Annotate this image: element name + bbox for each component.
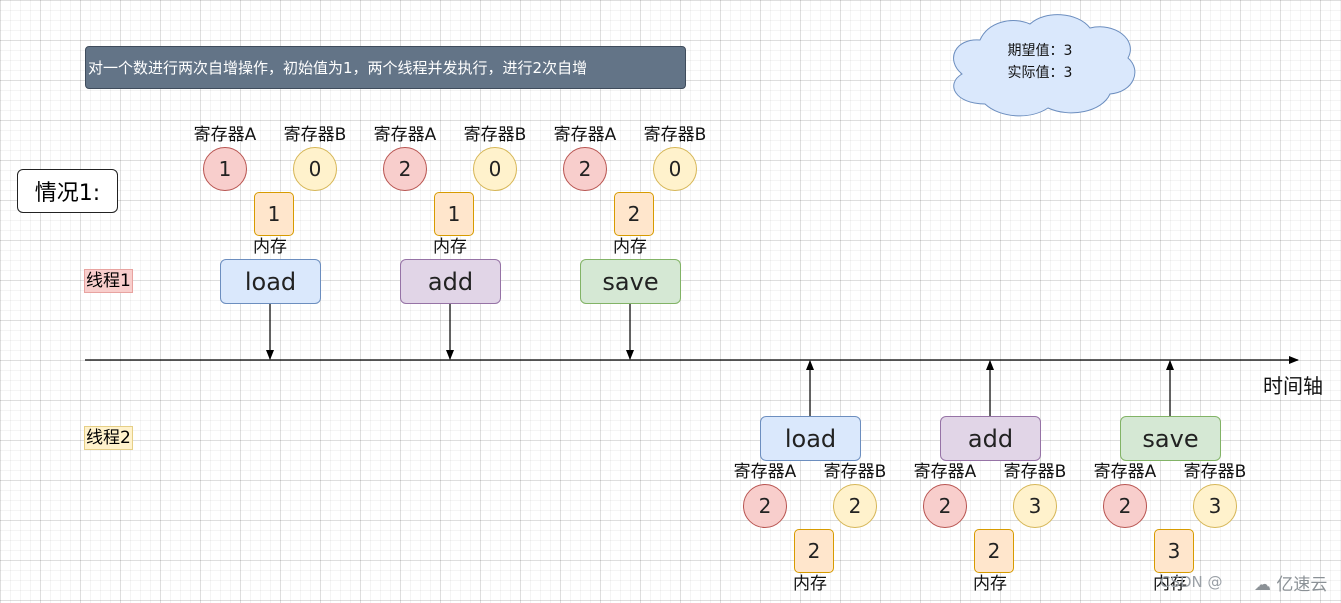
memory-value: 1 bbox=[254, 192, 294, 236]
register-b-value: 2 bbox=[833, 484, 877, 528]
yisuyun-watermark-logo: ☁ 亿速云 bbox=[1254, 570, 1327, 595]
register-a-value: 2 bbox=[563, 147, 607, 191]
memory-label: 内存 bbox=[253, 237, 287, 257]
csdn-watermark: CSDN @ bbox=[1160, 573, 1223, 591]
register-a-label: 寄存器A bbox=[553, 125, 617, 145]
register-b-label: 寄存器B bbox=[823, 462, 887, 482]
add-op-box: add bbox=[400, 259, 501, 304]
memory-label: 内存 bbox=[793, 574, 827, 594]
register-a-label: 寄存器A bbox=[193, 125, 257, 145]
memory-label: 内存 bbox=[613, 237, 647, 257]
register-a-value: 2 bbox=[383, 147, 427, 191]
cloud-shape bbox=[953, 14, 1136, 117]
add-op-box: add bbox=[940, 416, 1041, 461]
memory-label: 内存 bbox=[1153, 574, 1187, 594]
register-b-value: 0 bbox=[293, 147, 337, 191]
situation-label: 情况1: bbox=[17, 169, 118, 213]
register-b-label: 寄存器B bbox=[1183, 462, 1247, 482]
register-a-value: 2 bbox=[1103, 484, 1147, 528]
memory-value: 3 bbox=[1154, 529, 1194, 573]
load-op-box: load bbox=[760, 416, 861, 461]
register-b-value: 0 bbox=[473, 147, 517, 191]
memory-label: 内存 bbox=[433, 237, 467, 257]
register-b-label: 寄存器B bbox=[1003, 462, 1067, 482]
result-cloud: 期望值：3 实际值：3 bbox=[990, 40, 1090, 84]
register-b-label: 寄存器B bbox=[463, 125, 527, 145]
register-a-label: 寄存器A bbox=[1093, 462, 1157, 482]
register-b-label: 寄存器B bbox=[643, 125, 707, 145]
memory-value: 2 bbox=[614, 192, 654, 236]
register-b-value: 3 bbox=[1193, 484, 1237, 528]
register-a-label: 寄存器A bbox=[373, 125, 437, 145]
memory-value: 2 bbox=[974, 529, 1014, 573]
save-op-box: save bbox=[580, 259, 681, 304]
thread2-label: 线程2 bbox=[84, 426, 133, 450]
timeline-axis-label: 时间轴 bbox=[1263, 374, 1323, 398]
load-op-box: load bbox=[220, 259, 321, 304]
register-a-value: 2 bbox=[743, 484, 787, 528]
register-b-value: 0 bbox=[653, 147, 697, 191]
register-a-label: 寄存器A bbox=[913, 462, 977, 482]
memory-value: 2 bbox=[794, 529, 834, 573]
save-op-box: save bbox=[1120, 416, 1221, 461]
register-a-label: 寄存器A bbox=[733, 462, 797, 482]
cloud-logo-icon: ☁ bbox=[1254, 575, 1271, 595]
register-b-value: 3 bbox=[1013, 484, 1057, 528]
actual-value: 实际值：3 bbox=[1007, 65, 1073, 81]
description-banner: 对一个数进行两次自增操作，初始值为1，两个线程并发执行，进行2次自增 bbox=[85, 46, 686, 89]
register-a-value: 1 bbox=[203, 147, 247, 191]
expected-value: 期望值：3 bbox=[1007, 43, 1073, 59]
register-a-value: 2 bbox=[923, 484, 967, 528]
memory-value: 1 bbox=[434, 192, 474, 236]
thread1-label: 线程1 bbox=[84, 269, 133, 293]
register-b-label: 寄存器B bbox=[283, 125, 347, 145]
memory-label: 内存 bbox=[973, 574, 1007, 594]
watermark-logo-text: 亿速云 bbox=[1276, 575, 1328, 595]
